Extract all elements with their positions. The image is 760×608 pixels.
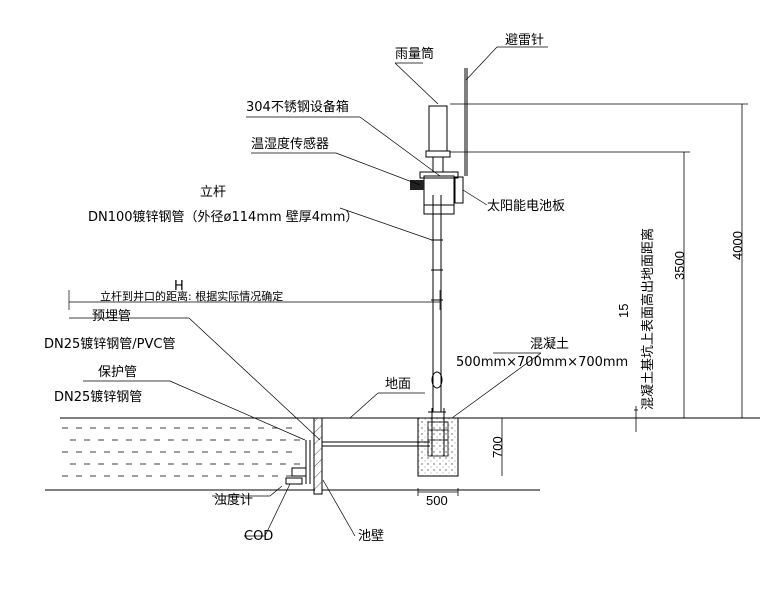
- dim-15: 15: [616, 304, 631, 318]
- ground-line: [45, 417, 760, 491]
- label-concrete-height-note: 混凝土基坑上表面高出地面距离: [640, 228, 656, 410]
- protective-pipe: [305, 440, 311, 484]
- label-embedded-pipe-title: 预埋管: [92, 309, 131, 324]
- label-pool-wall: 池壁: [358, 529, 384, 544]
- label-embedded-pipe-spec: DN25镀锌钢管/PVC管: [44, 336, 175, 352]
- lightning-rod: [464, 68, 468, 176]
- dim-4000: 4000: [730, 231, 745, 260]
- label-temp-humidity-sensor: 温湿度传感器: [251, 136, 329, 152]
- label-pole-distance-note: 立杆到井口的距离: 根据实际情况确定: [100, 289, 283, 303]
- embedded-pipe: [322, 441, 430, 447]
- label-protective-pipe-spec: DN25镀锌钢管: [54, 389, 142, 405]
- leader-lines: [68, 46, 548, 537]
- label-cod: COD: [244, 529, 273, 544]
- label-pole-spec: DN100镀锌钢管（外径ø114mm 壁厚4mm）: [88, 209, 358, 225]
- label-h-symbol: H: [174, 279, 184, 294]
- label-solar-panel: 太阳能电池板: [487, 199, 565, 214]
- label-turbidity-meter: 浊度计: [214, 492, 253, 508]
- equipment-box: [419, 171, 459, 215]
- water-area: [62, 427, 300, 477]
- label-equipment-box: 304不锈钢设备箱: [246, 99, 349, 115]
- label-lightning-rod: 避雷针: [505, 33, 544, 48]
- turbidity-meter: [285, 467, 307, 485]
- dim-500: 500: [426, 493, 448, 508]
- pole: [428, 195, 446, 413]
- rain-gauge: [425, 105, 451, 172]
- label-concrete-title: 混凝土: [530, 336, 569, 352]
- pool-wall: [313, 417, 323, 495]
- dimension-lines: [417, 103, 748, 496]
- temp-humidity-sensor: [410, 180, 424, 190]
- label-rain-gauge: 雨量筒: [395, 46, 434, 62]
- label-pole-title: 立杆: [200, 185, 226, 200]
- label-concrete-spec: 500mm×700mm×700mm: [456, 355, 628, 370]
- dim-3500: 3500: [672, 251, 687, 280]
- concrete-foundation: [417, 408, 459, 477]
- label-protective-pipe-title: 保护管: [98, 365, 137, 380]
- dim-700: 700: [490, 436, 505, 458]
- label-ground: 地面: [385, 377, 411, 392]
- solar-panel: [454, 176, 464, 204]
